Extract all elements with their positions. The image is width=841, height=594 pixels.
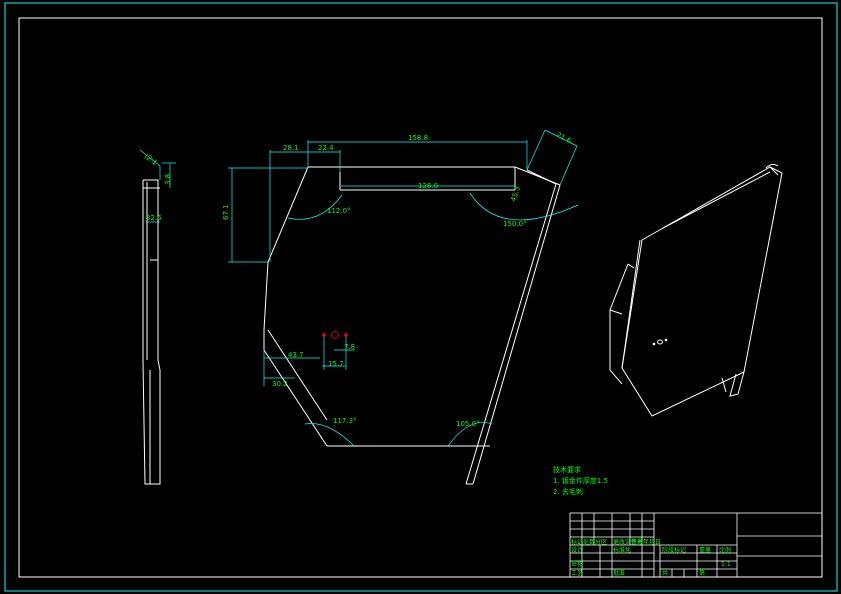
title-block: [569, 512, 823, 578]
hole-main: [331, 331, 339, 339]
tb-stage: 阶段标记: [662, 546, 686, 554]
front-view-dims: [228, 129, 579, 447]
tb-row1-3: 更改文件号: [613, 538, 643, 546]
side-dim-top: (2:1: [143, 152, 159, 167]
side-dim-inner: 32.6: [146, 214, 162, 222]
angle-112: 112.0°: [327, 207, 351, 215]
outer-frame: [4, 2, 838, 592]
tb-row1-4: 签名: [631, 538, 643, 546]
dim-small: 45.3: [509, 185, 522, 202]
isometric-view: [609, 163, 783, 417]
angle-117: 117.3°: [333, 417, 357, 425]
angle-105: 105.0°: [456, 420, 480, 428]
tb-design: 设计: [571, 546, 583, 554]
dim-15-7: 15.7: [328, 360, 344, 368]
tb-row1-5: 年月日: [643, 538, 661, 546]
notes-line-2: 2. 去毛刺: [553, 487, 583, 496]
dim-28-1: 28.1: [283, 144, 299, 152]
tb-approve: 批准: [613, 569, 625, 577]
angle-150: 150.0°: [503, 220, 527, 228]
dim-21-6: 21.6: [555, 131, 573, 146]
tb-scale: 1:1: [721, 561, 731, 568]
tb-review: 审核: [571, 560, 583, 568]
dim-67-1: 67.1: [222, 204, 230, 220]
tb-row1-0: 标记: [571, 538, 583, 546]
tb-weight: 重量: [699, 546, 711, 554]
dim-22-4: 22.4: [318, 144, 334, 152]
side-view: [142, 179, 161, 485]
tb-row1-1: 处数: [583, 538, 595, 546]
tb-process: 工艺: [571, 569, 583, 577]
dim-7-8: 7.8: [344, 343, 355, 351]
dim-158-8: 158.8: [408, 134, 428, 142]
notes-title: 技术要求: [553, 465, 581, 474]
side-dim-height: 3.8: [164, 174, 172, 185]
dim-126-0: 126.0: [418, 182, 438, 190]
tb-standard: 标准化: [613, 546, 631, 554]
tb-row1-2: 分区: [595, 538, 607, 546]
notes-line-1: 1. 钣金件厚度1.5: [553, 476, 608, 485]
hole-center-right: [344, 333, 348, 337]
side-view-dims: [139, 149, 176, 223]
hole-center-left: [322, 333, 326, 337]
inner-frame: [18, 17, 823, 578]
tb-scale-label: 比例: [719, 546, 731, 554]
dim-30-2: 30.2: [272, 380, 288, 388]
tb-sheet-total: 共: [662, 569, 668, 577]
tb-sheet-num: 第: [699, 569, 705, 577]
front-view-outline: [263, 166, 561, 485]
dim-43-7: 43.7: [288, 351, 304, 359]
hole-marks: [322, 331, 348, 339]
